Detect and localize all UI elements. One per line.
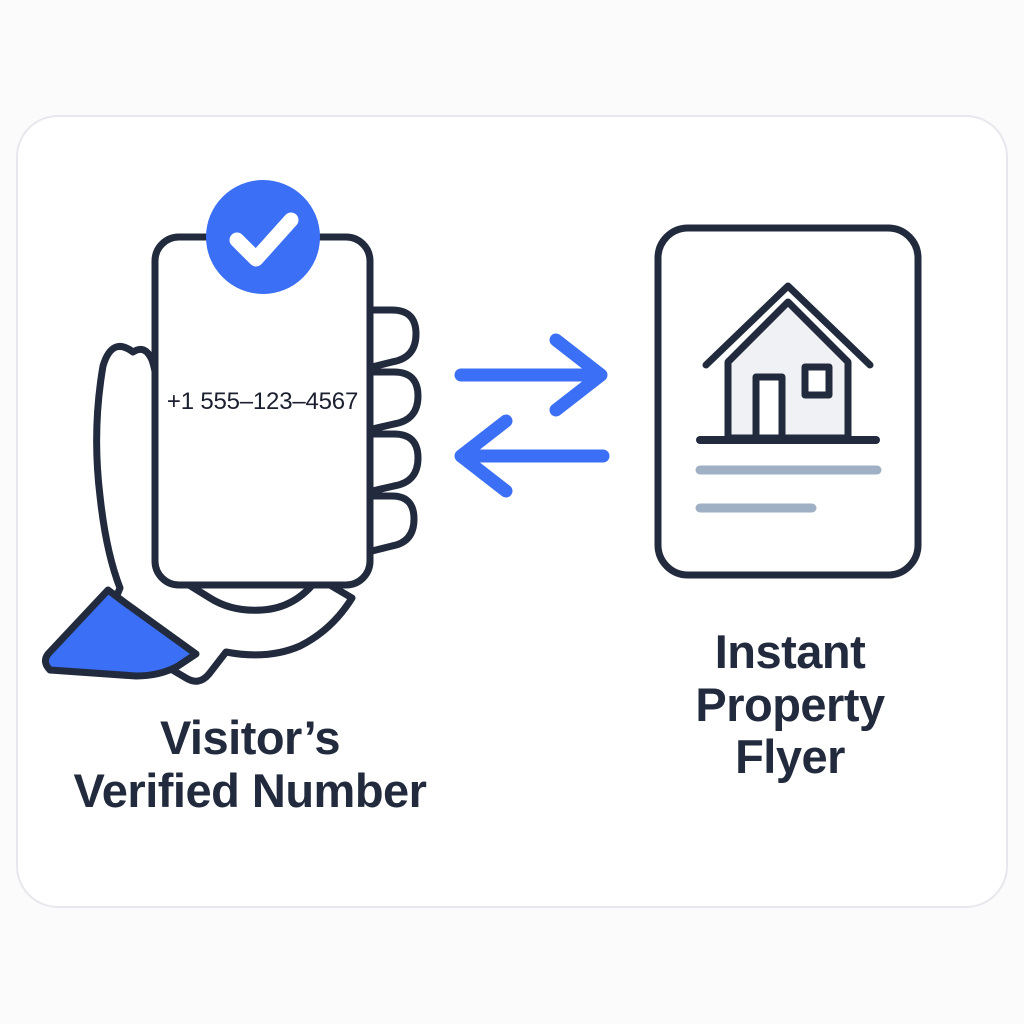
arrow-right-icon [454,333,608,417]
arrow-left-icon [454,414,610,498]
check-mark [229,212,299,267]
hand-holding-phone-group [41,180,422,685]
house-roof [702,282,874,369]
house-icon [696,282,880,444]
fingers-group [364,306,422,556]
finger-3 [364,430,422,496]
finger-1 [364,306,420,372]
check-circle-bg [206,180,320,294]
arrow-right-head [549,333,608,417]
finger-4 [364,492,418,556]
house-window [801,363,833,399]
check-circle-icon [206,180,320,294]
phone-screen-number: +1 555–123–4567 [166,388,359,415]
exchange-arrows-group [454,333,610,498]
house-door [752,373,786,442]
sleeve-cuff [41,586,200,680]
finger-2 [364,368,422,434]
caption-instant-property-flyer: Instant Property Flyer [695,625,885,784]
caption-visitors-verified-number: Visitor’s Verified Number [73,711,427,817]
property-flyer-document-icon [654,224,922,579]
arrow-left-head [454,414,513,498]
